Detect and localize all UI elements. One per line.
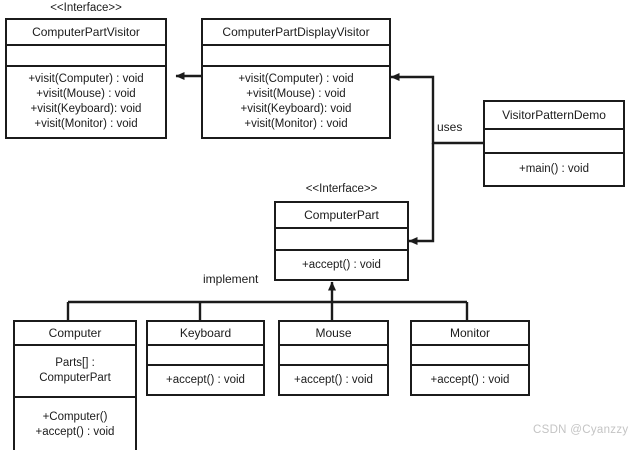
class-name-compartment: Keyboard xyxy=(148,322,263,346)
class-box-monitor[interactable]: Monitor +accept() : void xyxy=(410,320,530,396)
operations-compartment: +accept() : void xyxy=(148,366,263,394)
class-name: Keyboard xyxy=(179,326,232,340)
class-name: Monitor xyxy=(449,326,490,340)
class-name: Mouse xyxy=(315,326,352,340)
attributes-compartment xyxy=(276,229,407,251)
attributes-compartment: Parts[] : ComputerPart xyxy=(15,346,135,398)
class-name-compartment: Monitor xyxy=(412,322,528,346)
class-name: ComputerPartVisitor xyxy=(32,25,140,39)
class-box-keyboard[interactable]: Keyboard +accept() : void xyxy=(146,320,265,396)
attributes-compartment xyxy=(148,346,263,366)
class-name-compartment: ComputerPart xyxy=(276,203,407,229)
operation-item: +visit(Mouse) : void xyxy=(246,88,346,100)
operation-item: +visit(Computer) : void xyxy=(28,73,144,85)
edge-implement-bus xyxy=(66,281,469,320)
operation-item: +visit(Monitor) : void xyxy=(34,118,138,130)
attributes-compartment xyxy=(203,46,389,67)
class-box-computer-part-visitor[interactable]: ComputerPartVisitor +visit(Computer) : v… xyxy=(5,18,167,139)
operation-item: +visit(Mouse) : void xyxy=(36,88,136,100)
operations-compartment: +accept() : void xyxy=(280,366,387,394)
edge-label-uses: uses xyxy=(437,120,463,134)
class-name: Computer xyxy=(48,326,102,340)
operation-item: +visit(Keyboard): void xyxy=(240,103,352,115)
watermark: CSDN @Cyanzzy xyxy=(533,424,629,436)
attributes-compartment xyxy=(412,346,528,366)
class-box-mouse[interactable]: Mouse +accept() : void xyxy=(278,320,389,396)
operations-compartment: +main() : void xyxy=(485,154,623,185)
class-name-compartment: Computer xyxy=(15,322,135,346)
edge-label-implement: implement xyxy=(203,272,259,286)
stereotype-computer-part-visitor: <<Interface>> xyxy=(50,2,122,14)
attributes-compartment xyxy=(7,46,165,67)
attribute-item: Parts[] : xyxy=(55,357,95,369)
class-name-compartment: ComputerPartDisplayVisitor xyxy=(203,20,389,46)
stereotype-computer-part: <<Interface>> xyxy=(305,183,378,195)
class-box-computer-part[interactable]: ComputerPart +accept() : void xyxy=(274,201,409,281)
class-name-compartment: ComputerPartVisitor xyxy=(7,20,165,46)
operations-compartment: +accept() : void xyxy=(412,366,528,394)
operation-item: +visit(Monitor) : void xyxy=(244,118,348,130)
attribute-item: ComputerPart xyxy=(39,372,111,384)
class-name-compartment: VisitorPatternDemo xyxy=(485,102,623,130)
operation-item: +main() : void xyxy=(519,163,589,175)
class-name-compartment: Mouse xyxy=(280,322,387,346)
operation-item: +visit(Computer) : void xyxy=(238,73,354,85)
class-name: ComputerPart xyxy=(304,208,379,222)
class-box-computer-part-display-visitor[interactable]: ComputerPartDisplayVisitor +visit(Comput… xyxy=(201,18,391,139)
operation-item: +accept() : void xyxy=(302,258,381,271)
operations-compartment: +accept() : void xyxy=(276,251,407,279)
attributes-compartment xyxy=(280,346,387,366)
operation-item: +visit(Keyboard): void xyxy=(30,103,142,115)
operations-compartment: +Computer() +accept() : void xyxy=(15,398,135,450)
operations-compartment: +visit(Computer) : void +visit(Mouse) : … xyxy=(203,67,389,137)
class-name: VisitorPatternDemo xyxy=(502,108,606,122)
operation-item: +accept() : void xyxy=(166,373,245,386)
operation-item: +accept() : void xyxy=(35,426,115,438)
operation-item: +accept() : void xyxy=(430,373,510,386)
class-box-visitor-pattern-demo[interactable]: VisitorPatternDemo +main() : void xyxy=(483,100,625,187)
class-box-computer[interactable]: Computer Parts[] : ComputerPart +Compute… xyxy=(13,320,137,450)
operation-item: +accept() : void xyxy=(294,373,373,386)
edge-uses-computer-part xyxy=(408,143,435,245)
attributes-compartment xyxy=(485,130,623,154)
operations-compartment: +visit(Computer) : void +visit(Mouse) : … xyxy=(7,67,165,137)
operation-item: +Computer() xyxy=(42,411,108,423)
class-name: ComputerPartDisplayVisitor xyxy=(222,25,370,39)
